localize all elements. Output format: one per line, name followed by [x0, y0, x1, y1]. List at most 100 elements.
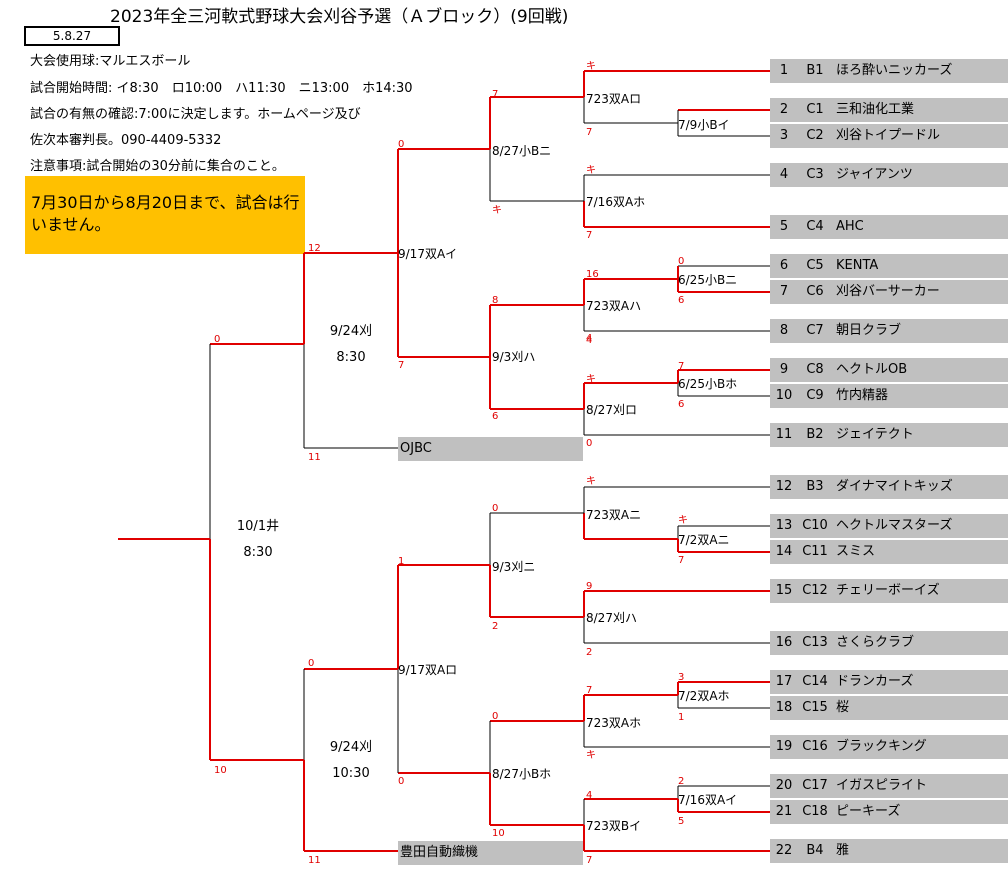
match-label: 8/27小Bホ [492, 767, 552, 781]
score-label: キ [678, 515, 688, 526]
team-seed: C2 [806, 128, 824, 143]
score-label: 8 [492, 295, 499, 306]
match-label: 7/9小Bイ [678, 118, 730, 132]
score-label: 6 [492, 411, 499, 422]
info-confirm: 試合の有無の確認:7:00に決定します。ホームページ及び [30, 107, 361, 122]
match-label: 7/16双Aイ [678, 793, 738, 807]
info-start-times: 試合開始時間: イ8:30 ロ10:00 ハ11:30 ニ13:00 ホ14:3… [30, 81, 413, 96]
team-name: スミス [836, 544, 876, 559]
team-number: 4 [779, 167, 789, 182]
team-seed: C3 [806, 167, 824, 182]
score-label: キ [586, 61, 596, 72]
score-label: 11 [308, 452, 321, 463]
team-row: 13 C10 ヘクトルマスターズ [770, 514, 1008, 538]
score-label: 7 [678, 361, 685, 372]
score-label: 6 [678, 295, 685, 306]
team-seed: C6 [806, 284, 824, 299]
team-name: ドランカーズ [836, 674, 914, 689]
team-number: 3 [779, 128, 789, 143]
semifinal-top-date: 9/24刈 [329, 324, 373, 339]
score-label: 7 [586, 685, 593, 696]
score-label: 0 [308, 658, 315, 669]
team-seed: C16 [802, 739, 828, 754]
team-name: ヘクトルマスターズ [836, 518, 953, 533]
team-number: 18 [775, 700, 793, 715]
team-seed: B2 [806, 427, 824, 442]
team-number: 8 [779, 323, 789, 338]
score-label: 6 [678, 399, 685, 410]
score-label: 4 [586, 335, 593, 346]
team-row: 20 C17 イガスピライト [770, 774, 1008, 798]
team-seed: C18 [802, 804, 828, 819]
score-label: キ [586, 165, 596, 176]
team-number: 1 [779, 63, 789, 78]
team-number: 6 [779, 258, 789, 273]
team-seed: C17 [802, 778, 828, 793]
score-label: 7 [398, 360, 405, 371]
team-name: 雅 [836, 843, 850, 858]
match-label: 723双Aニ [586, 508, 642, 522]
match-label: 9/3刈ニ [492, 560, 536, 574]
team-name: 桜 [836, 700, 850, 715]
score-label: 0 [398, 776, 405, 787]
notice-banner: 7月30日から8月20日まで、試合は行いません。 [25, 176, 305, 254]
match-label: 723双Aハ [586, 299, 642, 313]
team-seed: B1 [806, 63, 824, 78]
match-label: 7/16双Aホ [586, 195, 646, 209]
semifinal-bottom-time: 10:30 [332, 766, 370, 781]
info-notes: 注意事項:試合開始の30分前に集合のこと。 [30, 159, 285, 174]
team-number: 20 [775, 778, 793, 793]
team-name: さくらクラブ [836, 635, 915, 650]
team-name: 三和油化工業 [836, 102, 915, 117]
page-title: 2023年全三河軟式野球大会刈谷予選（Ａブロック）(9回戦) [110, 7, 569, 27]
score-label: 2 [586, 647, 593, 658]
team-name: 朝日クラブ [836, 323, 902, 338]
team-seed: C10 [802, 518, 828, 533]
team-number: 2 [779, 102, 789, 117]
team-number: 13 [775, 518, 793, 533]
match-label: 723双Aロ [586, 92, 642, 106]
team-number: 21 [775, 804, 793, 819]
final-date: 10/1井 [236, 519, 280, 534]
team-name: チェリーボーイズ [836, 583, 940, 598]
score-label: 2 [678, 776, 685, 787]
score-label: 0 [214, 334, 221, 345]
team-name: KENTA [836, 258, 879, 273]
team-seed: C11 [802, 544, 828, 559]
match-label: 723双Bイ [586, 819, 642, 833]
match-label: 9/17双Aイ [398, 247, 458, 261]
team-seed: B3 [806, 479, 824, 494]
team-seed: C13 [802, 635, 828, 650]
score-label: 12 [308, 243, 321, 254]
team-number: 19 [775, 739, 793, 754]
match-label: 9/3刈ハ [492, 350, 536, 364]
seeded-team: OJBC [398, 437, 583, 461]
match-label: 7/2双Aニ [678, 533, 730, 547]
score-label: 4 [586, 333, 593, 344]
team-seed: C8 [806, 362, 824, 377]
match-label: 723双Aホ [586, 716, 642, 730]
match-label: 8/27刈ハ [586, 611, 637, 625]
score-label: 0 [492, 503, 499, 514]
team-name: ダイナマイトキッズ [836, 479, 953, 494]
team-name: イガスピライト [836, 778, 928, 793]
score-label: キ [492, 205, 502, 216]
score-label: 10 [214, 765, 227, 776]
score-label: 7 [492, 89, 499, 100]
score-label: 7 [586, 230, 593, 241]
